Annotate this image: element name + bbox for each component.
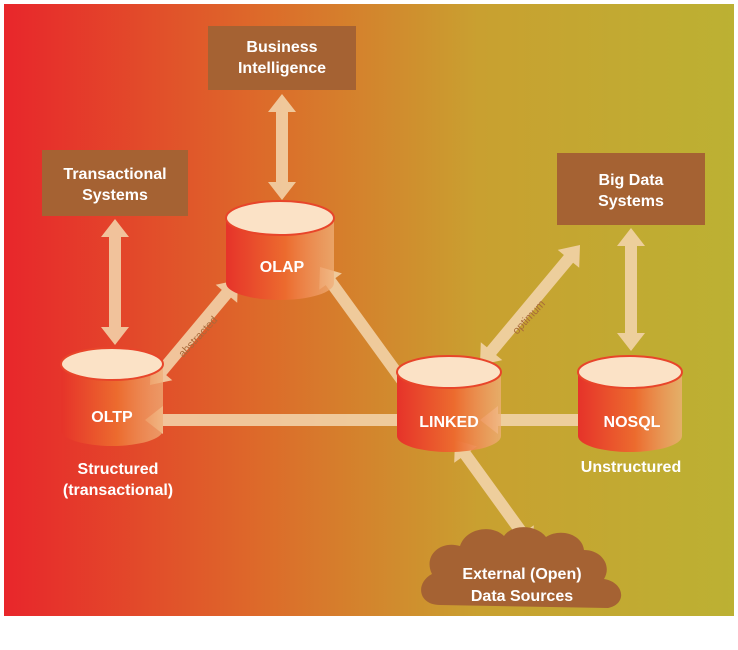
transactional-systems-box: Transactional Systems — [42, 150, 188, 216]
structured-caption-line1: Structured — [78, 461, 159, 478]
box-label-line1: Big Data — [599, 172, 664, 189]
linked-external-arrow — [454, 440, 534, 548]
olap-database: OLAP — [225, 200, 335, 300]
linked-bigdata-arrow — [480, 245, 580, 365]
box-label-line1: Transactional — [63, 166, 166, 183]
oltp-olap-arrow — [150, 280, 238, 385]
background — [4, 4, 734, 616]
box-label-line2: Systems — [598, 193, 664, 210]
cloud-label-line1: External (Open) — [462, 566, 581, 583]
box-label-line2: Intelligence — [238, 60, 326, 77]
linked-label: LINKED — [419, 414, 479, 431]
connector-arrows — [101, 94, 645, 548]
structured-caption-line2: (transactional) — [63, 482, 173, 499]
external-data-sources-cloud: External (Open) Data Sources — [421, 527, 622, 608]
nosql-label: NOSQL — [604, 414, 661, 431]
unstructured-caption: Unstructured — [581, 459, 681, 476]
olap-label: OLAP — [260, 259, 305, 276]
nosql-database: NOSQL — [577, 355, 683, 452]
linked-olap-arrow — [319, 267, 421, 405]
oltp-linked-arrow — [145, 406, 420, 434]
oltp-label: OLTP — [91, 409, 133, 426]
oltp-database: OLTP — [60, 347, 164, 446]
linked-nosql-arrow — [480, 406, 600, 434]
bi-olap-arrow — [268, 94, 296, 200]
linked-database: LINKED — [396, 355, 502, 452]
box-label-line2: Systems — [82, 187, 148, 204]
business-intelligence-box: Business Intelligence — [208, 26, 356, 90]
ts-oltp-arrow — [101, 219, 129, 345]
cloud-label-line2: Data Sources — [471, 588, 573, 605]
big-data-systems-box: Big Data Systems — [557, 153, 705, 225]
box-label-line1: Business — [246, 39, 317, 56]
bd-nosql-arrow — [617, 228, 645, 351]
